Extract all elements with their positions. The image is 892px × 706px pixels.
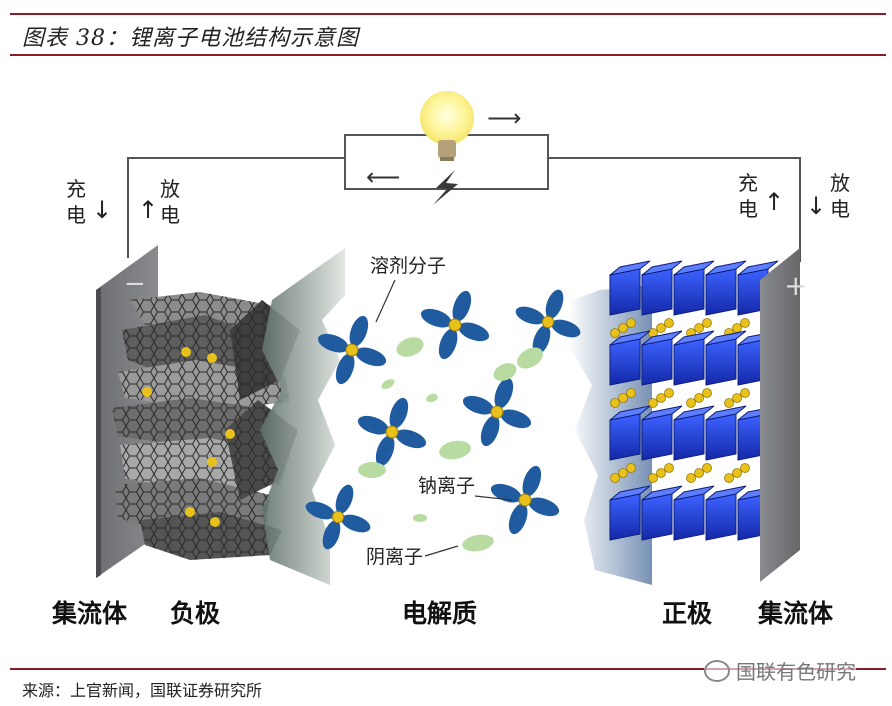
left-charge-label: 充 电 [66, 177, 86, 227]
solvent-molecule [305, 484, 371, 550]
anion-ellipse [517, 347, 543, 369]
right-discharge-arrow-icon: ↓ [806, 192, 826, 220]
anion-ellipse [381, 379, 395, 389]
svg-text:充: 充 [738, 171, 758, 195]
footer-rule [10, 668, 886, 670]
watermark: 国联有色研究 [704, 656, 856, 685]
solvent-pointer [375, 279, 396, 323]
left-charge-arrow-icon: ↓ [92, 196, 112, 224]
solvent-molecule [462, 377, 532, 447]
left-discharge-label: 放 电 [160, 177, 180, 227]
anion-ellipse [396, 337, 424, 357]
solvent-molecule [490, 465, 560, 535]
external-circuit [127, 134, 801, 262]
cathode-layer [609, 485, 779, 541]
solvent-label: 溶剂分子 [370, 255, 446, 277]
light-bulb-icon [420, 91, 474, 161]
svg-text:放: 放 [830, 171, 850, 195]
anion-ellipse [426, 393, 438, 403]
svg-text:电: 电 [738, 197, 758, 221]
anions [358, 337, 543, 552]
solvent-molecule [317, 315, 387, 385]
svg-text:电: 电 [66, 203, 86, 227]
anion-ellipse [413, 514, 427, 522]
solvent-molecule [420, 290, 490, 360]
watermark-text: 国联有色研究 [736, 660, 856, 684]
label-collector-right: 集流体 [757, 599, 834, 628]
svg-text:+: + [784, 269, 807, 302]
cathode-layers [609, 260, 779, 541]
right-charge-label: 充 电 [738, 171, 758, 221]
label-anode: 负极 [170, 599, 220, 628]
header-top-rule [10, 13, 886, 15]
anion-label: 阴离子 [366, 546, 423, 568]
anion-ellipse [462, 534, 494, 552]
anion-ellipse [439, 440, 471, 460]
svg-text:放: 放 [160, 177, 180, 201]
label-collector-left: 集流体 [51, 599, 128, 628]
figure-title: 图表 38：锂离子电池结构示意图 [22, 26, 359, 51]
sodium-pointer [474, 495, 513, 501]
anode-graphite [112, 292, 300, 560]
anion-ellipse [358, 462, 386, 478]
cathode-layer [609, 330, 779, 408]
sodium-label: 钠离子 [418, 475, 475, 497]
cathode-layer [609, 405, 779, 483]
right-current-collector: + [760, 248, 807, 582]
label-electrolyte: 电解质 [402, 599, 477, 628]
solvent-molecule [357, 397, 427, 467]
anion-ellipse [493, 363, 517, 381]
arrow-right-icon: ⟶ [487, 104, 521, 132]
right-charge-arrow-icon: ↑ [764, 188, 784, 216]
left-discharge-arrow-icon: ↑ [138, 196, 158, 224]
label-cathode: 正极 [662, 599, 712, 628]
svg-text:电: 电 [160, 203, 180, 227]
svg-text:充: 充 [66, 177, 86, 201]
arrow-left-icon: ⟵ [366, 163, 400, 191]
header-bottom-rule [10, 54, 886, 56]
svg-text:电: 电 [830, 197, 850, 221]
cathode-layer [609, 260, 779, 338]
anion-pointer [424, 545, 459, 557]
right-discharge-label: 放 电 [830, 171, 850, 221]
solvent-molecules [305, 289, 581, 550]
svg-text:−: − [124, 269, 146, 299]
solvent-molecule [515, 289, 581, 355]
source-note: 来源：上官新闻，国联证券研究所 [22, 681, 263, 700]
lightning-icon [433, 170, 458, 205]
wechat-icon [704, 659, 730, 682]
left-separator [260, 248, 345, 585]
